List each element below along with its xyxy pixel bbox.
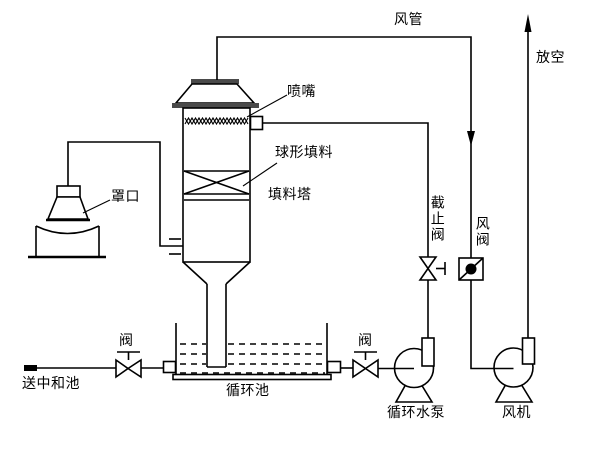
pool-bottom [172, 373, 332, 381]
circulation-pool-label: 循环池 [226, 383, 270, 399]
hood-neck [56, 185, 81, 198]
fan-outlet [521, 337, 536, 365]
circulation-pump-label: 循环水泵 [387, 405, 445, 421]
flow-arrow-left-icon [24, 365, 37, 371]
to-neutralization-pool-label: 送中和池 [22, 376, 80, 392]
suction-valve-symbol [352, 351, 379, 379]
duct-label: 风管 [394, 12, 423, 28]
vent-arrow-up-icon [524, 14, 532, 32]
pool-right-nozzle [326, 360, 342, 374]
tower-head [174, 83, 256, 104]
air-valve-label: 风阀 [473, 216, 490, 248]
flow-arrow-down-icon [467, 131, 475, 146]
fan-inlet-pipe [470, 280, 514, 370]
stop-valve-symbol [262, 122, 446, 281]
source-vessel [28, 225, 106, 259]
hood-bell [46, 196, 90, 220]
drain-line-left [24, 351, 164, 379]
vent-label: 放空 [536, 50, 565, 66]
pump-outlet [421, 337, 435, 367]
pool-water-dashes [180, 343, 325, 374]
fan-label: 风机 [502, 405, 531, 421]
packed-tower [172, 79, 264, 368]
leader-lines [82, 94, 288, 214]
suction-line-right [340, 351, 379, 379]
drain-valve-symbol [115, 351, 142, 379]
air-valve-symbol [458, 257, 484, 281]
hood-label: 罩口 [111, 189, 140, 205]
tower-top-flange [191, 79, 239, 84]
spray-feed-pipe [262, 122, 429, 257]
tower-body-flange [172, 103, 259, 108]
packing-section [183, 170, 250, 201]
spray-feed-connector [249, 115, 264, 131]
pool-left-nozzle [162, 360, 177, 374]
tower-cone-and-downpipe [182, 261, 251, 368]
hood-suction-pipe [67, 141, 183, 247]
tower-body [182, 107, 251, 263]
packed-tower-label: 填料塔 [268, 187, 312, 203]
spray-nozzle-row [184, 116, 249, 126]
spherical-packing-label: 球形填料 [275, 145, 333, 161]
suction-valve-label: 阀 [358, 333, 373, 349]
hood-assembly [28, 141, 183, 259]
fan-unit [470, 14, 536, 403]
pump-unit [378, 280, 435, 403]
drain-valve-label: 阀 [119, 333, 134, 349]
stop-valve-label: 截止阀 [428, 195, 445, 243]
nozzle-label: 喷嘴 [287, 84, 316, 100]
circulation-pool [162, 323, 342, 381]
air-duct-line [216, 36, 475, 258]
